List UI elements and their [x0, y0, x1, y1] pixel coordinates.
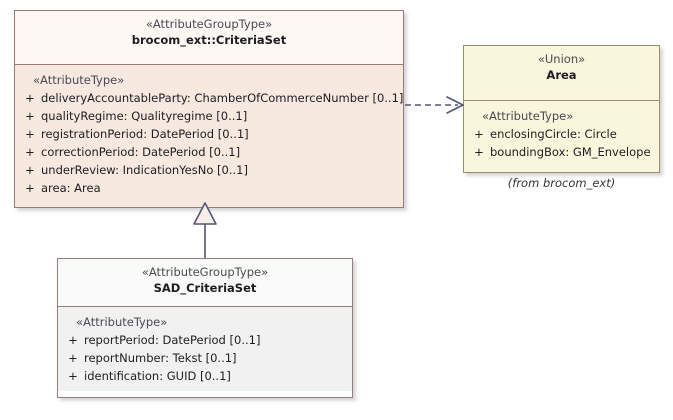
attribute-text: reportNumber: Tekst [0..1]	[84, 351, 237, 365]
visibility-marker: +	[25, 109, 35, 123]
attribute-text: registrationPeriod: DatePeriod [0..1]	[41, 127, 249, 141]
uml-class-brocom-ext-criteriaset[interactable]: «AttributeGroupType» brocom_ext::Criteri…	[14, 10, 404, 208]
attribute-row[interactable]: + deliveryAccountableParty: ChamberOfComm…	[19, 89, 403, 107]
attribute-row[interactable]: + enclosingCircle: Circle	[468, 125, 655, 143]
attribute-row[interactable]: + area: Area	[19, 179, 399, 197]
visibility-marker: +	[68, 351, 78, 365]
attributes-compartment: «AttributeType» + deliveryAccountablePart…	[15, 65, 403, 203]
attribute-text: boundingBox: GM_Envelope	[490, 145, 651, 159]
visibility-marker: +	[25, 145, 35, 159]
visibility-marker: +	[68, 369, 78, 383]
attribute-text: reportPeriod: DatePeriod [0..1]	[84, 333, 261, 347]
class-stereotype: «AttributeGroupType»	[145, 17, 273, 31]
visibility-marker: +	[25, 127, 35, 141]
attribute-row[interactable]: + underReview: IndicationYesNo [0..1]	[19, 161, 399, 179]
attribute-row[interactable]: + qualityRegime: Qualityregime [0..1]	[19, 107, 399, 125]
attribute-group-stereotype: «AttributeType»	[482, 109, 574, 123]
visibility-marker: +	[68, 333, 78, 347]
class-header: «AttributeGroupType» brocom_ext::Criteri…	[15, 11, 403, 65]
visibility-marker: +	[25, 181, 35, 195]
class-stereotype: «AttributeGroupType»	[141, 265, 269, 279]
attribute-text: enclosingCircle: Circle	[490, 127, 617, 141]
attribute-group-stereotype: «AttributeType»	[33, 73, 125, 87]
attribute-text: area: Area	[41, 181, 101, 195]
attribute-text: correctionPeriod: DatePeriod [0..1]	[41, 145, 241, 159]
attributes-compartment: «AttributeType» + enclosingCircle: Circle…	[464, 101, 659, 167]
class-header: «AttributeGroupType» SAD_CriteriaSet	[58, 259, 352, 307]
uml-class-area[interactable]: «Union» Area «AttributeType» + enclosingC…	[463, 45, 660, 173]
attribute-text: underReview: IndicationYesNo [0..1]	[41, 163, 248, 177]
attribute-row[interactable]: + boundingBox: GM_Envelope	[468, 143, 655, 161]
attribute-text: deliveryAccountableParty: ChamberOfComme…	[41, 91, 404, 105]
visibility-marker: +	[25, 91, 35, 105]
visibility-marker: +	[474, 145, 484, 159]
class-stereotype: «Union»	[537, 52, 586, 66]
visibility-marker: +	[25, 163, 35, 177]
attribute-row[interactable]: + reportPeriod: DatePeriod [0..1]	[62, 331, 348, 349]
class-name: brocom_ext::CriteriaSet	[131, 33, 287, 47]
dependency-open-arrow-icon	[446, 96, 464, 114]
package-origin-note: (from brocom_ext)	[507, 176, 616, 190]
attributes-compartment: «AttributeType» + reportPeriod: DatePerio…	[58, 307, 352, 391]
attribute-row[interactable]: + registrationPeriod: DatePeriod [0..1]	[19, 125, 399, 143]
uml-class-sad-criteriaset[interactable]: «AttributeGroupType» SAD_CriteriaSet «At…	[57, 258, 353, 398]
attribute-group-stereotype: «AttributeType»	[76, 315, 168, 329]
class-name: SAD_CriteriaSet	[153, 281, 257, 295]
attribute-text: qualityRegime: Qualityregime [0..1]	[41, 109, 248, 123]
attribute-row[interactable]: + identification: GUID [0..1]	[62, 367, 348, 385]
generalization-connector[interactable]	[193, 202, 217, 258]
class-header: «Union» Area	[464, 46, 659, 101]
attribute-text: identification: GUID [0..1]	[84, 369, 231, 383]
dependency-connector[interactable]	[405, 96, 464, 114]
attribute-row[interactable]: + reportNumber: Tekst [0..1]	[62, 349, 348, 367]
class-name: Area	[546, 68, 577, 82]
visibility-marker: +	[474, 127, 484, 141]
attribute-row[interactable]: + correctionPeriod: DatePeriod [0..1]	[19, 143, 399, 161]
